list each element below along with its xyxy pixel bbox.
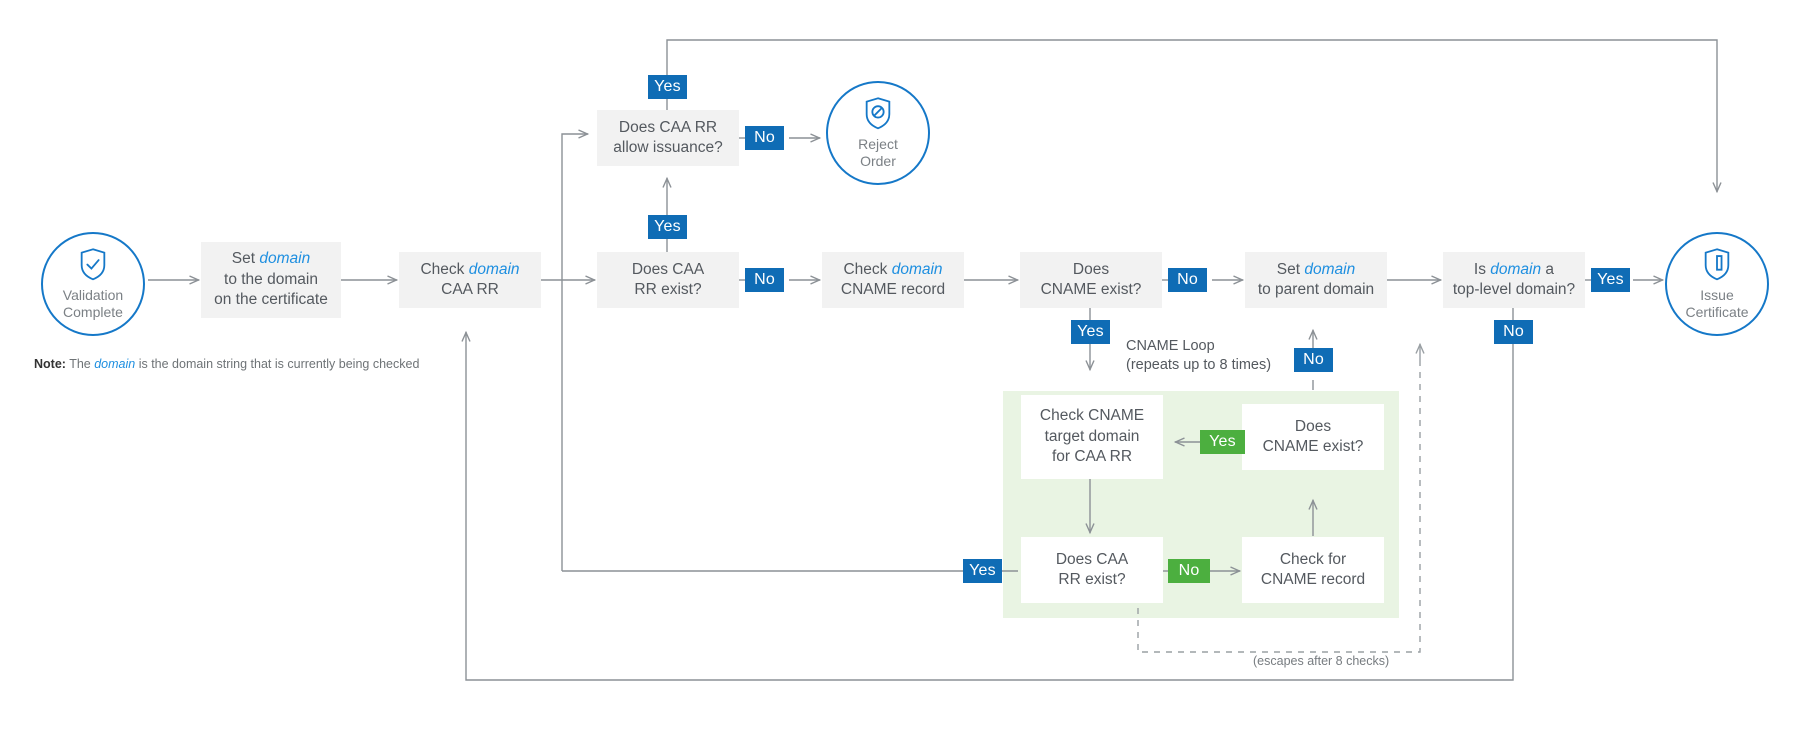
domain-emphasis: domain [259,250,311,268]
node-line-1: Is domain a [1473,260,1555,278]
node-loop-does-cname-exist[interactable]: Does CNAME exist? [1242,404,1384,470]
node-loop-check-for-cname-record[interactable]: Check for CNAME record [1242,537,1384,603]
node-line-1: Does CAA [631,260,705,278]
domain-emphasis: domain [468,260,520,278]
node-line-1: Does [1294,417,1332,435]
node-does-caa-rr-exist[interactable]: Does CAA RR exist? [597,252,739,308]
node-line-1: Set domain [231,250,311,268]
terminal-label-line1: Validation [62,286,124,303]
edge-label-no-loop-caa-exist[interactable]: No [1168,559,1210,583]
domain-emphasis: domain [1490,260,1542,278]
node-line-2: CAA RR [441,281,499,298]
node-line-2: CNAME exist? [1262,438,1364,455]
shield-check-icon [80,247,106,280]
node-line-2: target domain [1044,427,1140,445]
node-line-2: CNAME record [1260,571,1366,588]
terminal-label-line2: Certificate [1685,304,1749,320]
domain-emphasis: domain [94,357,136,371]
shield-certificate-icon [1704,247,1730,280]
terminal-label-line1: Issue [1700,286,1734,303]
terminal-reject-order[interactable]: Reject Order [826,81,930,185]
note-prefix: Note: [34,357,66,371]
terminal-label-line1: Reject [858,135,898,152]
node-line-1: Check for [1279,550,1347,568]
node-line-1: Check domain [420,260,520,278]
edge-label-yes-loop-cname-exist[interactable]: Yes [1200,430,1245,454]
edge-label-no-is-tld[interactable]: No [1494,320,1533,344]
node-loop-does-caa-rr-exist[interactable]: Does CAA RR exist? [1021,537,1163,603]
terminal-validation-complete[interactable]: Validation Complete [41,232,145,336]
node-line-2: allow issuance? [613,139,723,156]
caption-cname-loop: CNAME Loop (repeats up to 8 times) [1126,338,1272,373]
edge-label-yes-cname-exist[interactable]: Yes [1071,320,1110,344]
edge-label-no-caa-exist[interactable]: No [745,268,784,292]
node-line-2: CNAME record [840,281,946,298]
node-line-2: RR exist? [1058,571,1126,588]
node-line-2: to parent domain [1257,281,1375,298]
domain-emphasis: domain [891,260,943,278]
node-check-domain-caa-rr[interactable]: Check domain CAA RR [399,252,541,308]
node-line-1: Set domain [1276,260,1356,278]
caption-escapes-after-8-checks: (escapes after 8 checks) [1253,654,1390,668]
node-loop-check-cname-target-domain[interactable]: Check CNAME target domain for CAA RR [1021,395,1163,479]
node-is-domain-top-level[interactable]: Is domain a top-level domain? [1443,252,1585,308]
edge-label-yes-loop-caa-exist[interactable]: Yes [963,559,1002,583]
node-line-2: CNAME exist? [1040,281,1142,298]
node-line-1: Does CAA RR [618,118,718,136]
terminal-label-line2: Complete [63,304,123,320]
node-does-caa-rr-allow-issuance[interactable]: Does CAA RR allow issuance? [597,110,739,166]
node-line-1: Does [1072,260,1110,278]
edge-label-yes-caa-allow-top[interactable]: Yes [648,75,687,99]
edge-label-no-cname-exist[interactable]: No [1168,268,1207,292]
terminal-issue-certificate[interactable]: Issue Certificate [1665,232,1769,336]
terminal-label-line2: Order [860,153,896,169]
edge-label-no-loop-cname-exist[interactable]: No [1294,348,1333,372]
note-part2: is the domain string that is currently b… [135,357,420,371]
edge-label-no-caa-allow[interactable]: No [745,126,784,150]
domain-emphasis: domain [1304,260,1356,278]
note-part1: The [65,357,95,371]
node-line-3: for CAA RR [1051,448,1133,466]
node-line-2: RR exist? [634,281,702,298]
node-check-domain-cname-record[interactable]: Check domain CNAME record [822,252,964,308]
node-line-2: top-level domain? [1452,281,1576,298]
node-line-1: Does CAA [1055,550,1129,568]
node-line-2: to the domain [224,270,318,288]
edge-label-yes-caa-exist[interactable]: Yes [648,215,687,239]
shield-deny-icon [865,96,891,129]
node-set-domain-to-parent[interactable]: Set domain to parent domain [1245,252,1387,308]
node-line-3: on the certificate [214,291,328,309]
node-does-cname-exist[interactable]: Does CNAME exist? [1020,252,1162,308]
node-set-domain-to-certificate[interactable]: Set domain to the domain on the certific… [201,242,341,318]
note-domain-definition: Note: The domain is the domain string th… [34,357,419,371]
node-line-1: Check domain [843,260,943,278]
edge-label-yes-is-tld[interactable]: Yes [1591,268,1630,292]
node-line-1: Check CNAME [1039,407,1145,425]
